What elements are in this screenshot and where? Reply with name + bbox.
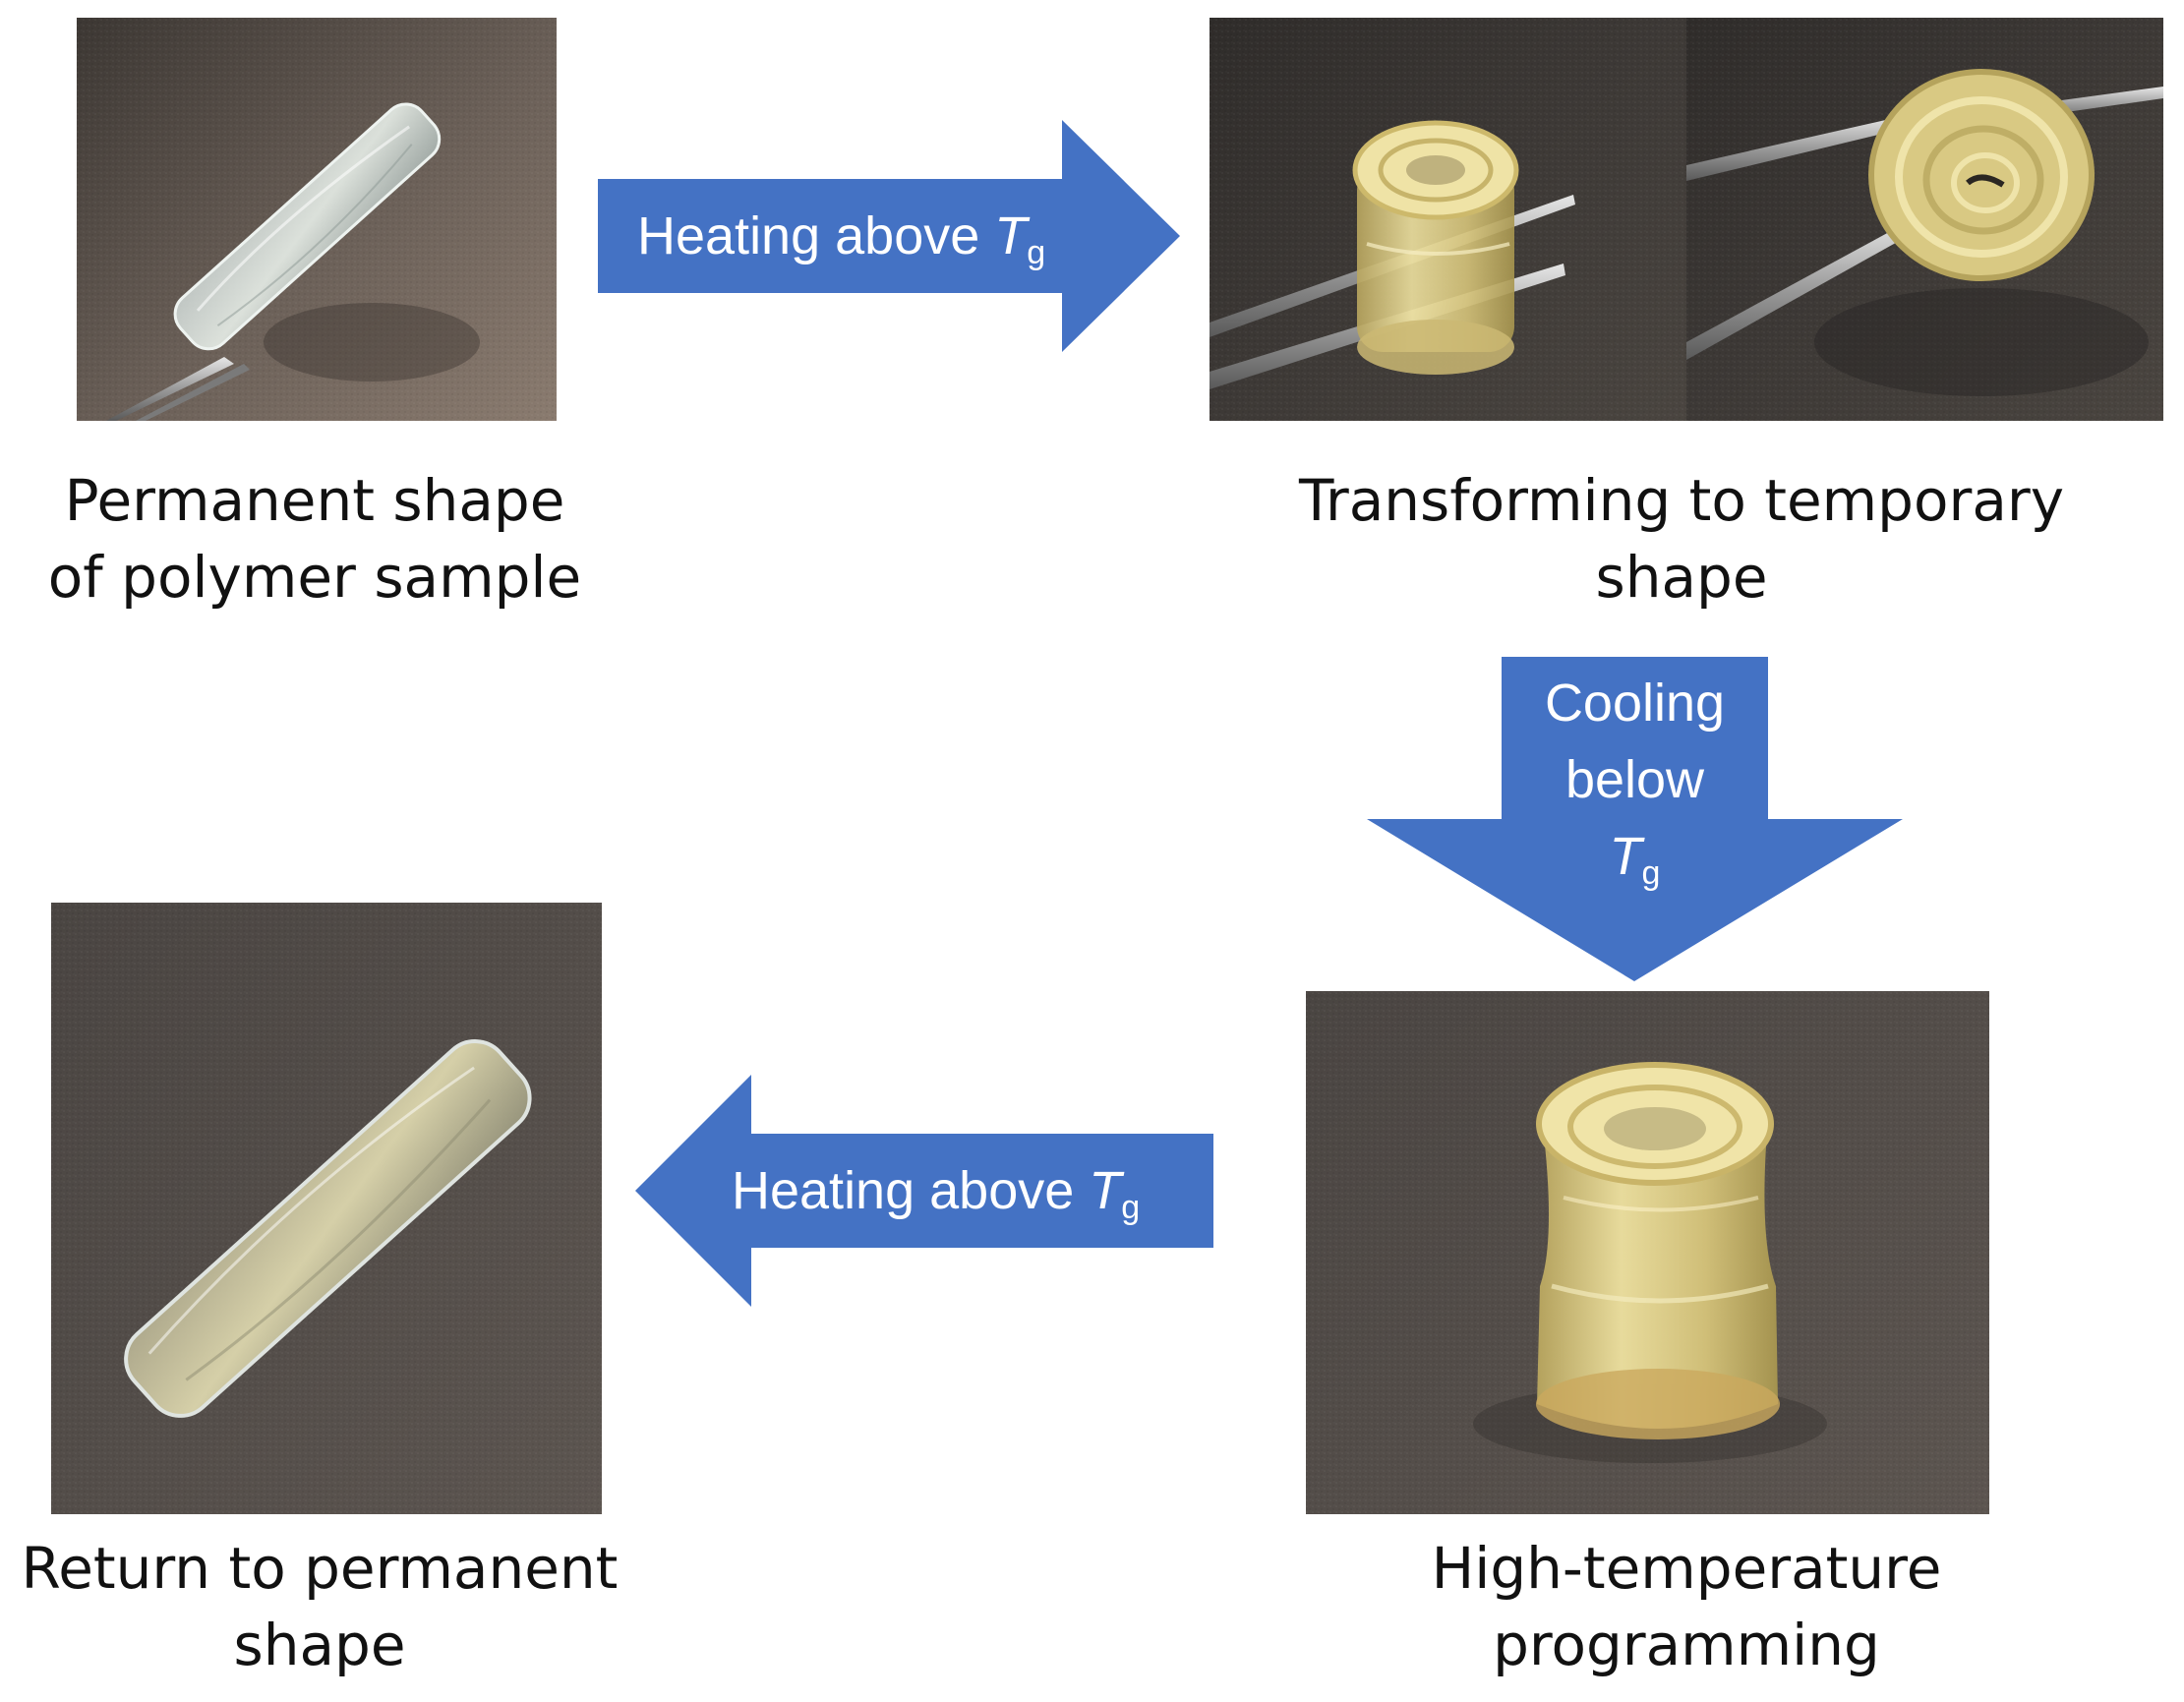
heating-arrow-left-label: Heating above Tg	[732, 1161, 1141, 1226]
heating-arrow-right-label: Heating above Tg	[637, 206, 1046, 271]
photo-programmed-coil	[1306, 991, 1989, 1514]
photo-returned-strip	[51, 903, 602, 1514]
photo-transforming-side	[1210, 18, 1686, 421]
photo-transforming-end	[1686, 18, 2163, 421]
heating-arrow-right: Heating above Tg	[598, 120, 1180, 352]
caption-permanent-shape: Permanent shape of polymer sample	[47, 467, 582, 611]
caption-return: Return to permanent shape	[21, 1535, 619, 1678]
caption-programming: High-temperature programming	[1431, 1535, 1942, 1678]
cooling-arrow-down: Cooling below Tg	[1367, 657, 1903, 981]
cooling-arrow-down-label: Cooling below Tg	[1544, 674, 1726, 892]
heating-arrow-left: Heating above Tg	[635, 1075, 1213, 1307]
caption-transforming: Transforming to temporary shape	[1298, 467, 2065, 611]
photo-permanent-shape	[77, 18, 557, 421]
